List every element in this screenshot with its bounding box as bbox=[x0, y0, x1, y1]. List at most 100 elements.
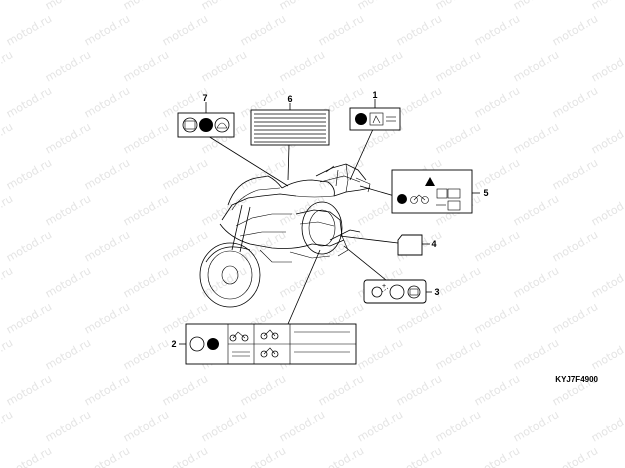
label-2-dark-circle-icon bbox=[207, 338, 219, 350]
watermark-text: motod.ru bbox=[316, 444, 366, 468]
watermark-text: motod.ru bbox=[121, 0, 171, 13]
watermark-text: motod.ru bbox=[394, 372, 444, 408]
watermark-text: motod.ru bbox=[589, 48, 625, 84]
label-3-circle-icon bbox=[389, 284, 405, 300]
label-4-group bbox=[397, 234, 430, 256]
watermark-text: motod.ru bbox=[550, 84, 600, 120]
watermark-text: motod.ru bbox=[121, 336, 171, 372]
watermark-text: motod.ru bbox=[82, 84, 132, 120]
watermark-text: motod.ru bbox=[0, 336, 15, 372]
watermark-text: motod.ru bbox=[82, 156, 132, 192]
label-3-decal bbox=[363, 279, 427, 304]
watermark-text: motod.ru bbox=[121, 408, 171, 444]
watermark-text: motod.ru bbox=[82, 372, 132, 408]
watermark-text: motod.ru bbox=[394, 12, 444, 48]
watermark-text: motod.ru bbox=[82, 12, 132, 48]
label-5-group bbox=[391, 169, 480, 214]
label-1-circle-icon bbox=[355, 113, 367, 125]
watermark-text: motod.ru bbox=[277, 48, 327, 84]
watermark-text: motod.ru bbox=[589, 192, 625, 228]
svg-text:+: + bbox=[382, 283, 386, 290]
watermark-text: motod.ru bbox=[433, 120, 483, 156]
watermark-text: motod.ru bbox=[82, 444, 132, 468]
label-2-gauge-icon bbox=[189, 336, 205, 352]
diagram-code: KYJ7F4900 bbox=[555, 375, 598, 384]
watermark-text: motod.ru bbox=[433, 336, 483, 372]
watermark-text: motod.ru bbox=[43, 120, 93, 156]
callout-1: 1 bbox=[372, 90, 377, 100]
label-6-decal bbox=[250, 109, 330, 146]
watermark-text: motod.ru bbox=[238, 156, 288, 192]
watermark-text: motod.ru bbox=[511, 336, 561, 372]
watermark-text: motod.ru bbox=[4, 12, 54, 48]
watermark-text: motod.ru bbox=[160, 372, 210, 408]
watermark-text: motod.ru bbox=[355, 408, 405, 444]
watermark-text: motod.ru bbox=[472, 228, 522, 264]
label-5-decal bbox=[391, 169, 473, 214]
label-6-group bbox=[250, 103, 330, 146]
watermark-text: motod.ru bbox=[160, 228, 210, 264]
watermark-text: motod.ru bbox=[472, 372, 522, 408]
watermark-text: motod.ru bbox=[589, 120, 625, 156]
watermark-text: motod.ru bbox=[394, 84, 444, 120]
watermark-text: motod.ru bbox=[277, 264, 327, 300]
watermark-text: motod.ru bbox=[121, 192, 171, 228]
watermark-text: motod.ru bbox=[0, 48, 15, 84]
watermark-text: motod.ru bbox=[4, 444, 54, 468]
watermark-text: motod.ru bbox=[4, 228, 54, 264]
watermark-text: motod.ru bbox=[4, 300, 54, 336]
watermark-text: motod.ru bbox=[355, 48, 405, 84]
watermark-text: motod.ru bbox=[589, 336, 625, 372]
watermark-text: motod.ru bbox=[316, 12, 366, 48]
label-1-person-icon bbox=[369, 112, 384, 126]
watermark-text: motod.ru bbox=[0, 264, 15, 300]
watermark-text: motod.ru bbox=[199, 0, 249, 13]
watermark-text: motod.ru bbox=[160, 12, 210, 48]
label-7-group bbox=[177, 102, 235, 138]
watermark-text: motod.ru bbox=[511, 408, 561, 444]
watermark-text: motod.ru bbox=[82, 300, 132, 336]
callout-3: 3 bbox=[434, 287, 439, 297]
watermark-text: motod.ru bbox=[394, 300, 444, 336]
watermark-text: motod.ru bbox=[199, 408, 249, 444]
callout-6: 6 bbox=[287, 94, 292, 104]
watermark-text: motod.ru bbox=[0, 408, 15, 444]
watermark-text: motod.ru bbox=[550, 12, 600, 48]
motorcycle-illustration bbox=[199, 163, 371, 308]
watermark-text: motod.ru bbox=[238, 444, 288, 468]
label-3-manual-icon bbox=[409, 288, 419, 296]
label-2-motorcycle-icon bbox=[229, 334, 237, 342]
callout-5: 5 bbox=[483, 188, 488, 198]
helmet-icon bbox=[214, 117, 230, 133]
watermark-text: motod.ru bbox=[355, 0, 405, 13]
watermark-text: motod.ru bbox=[589, 0, 625, 13]
watermark-text: motod.ru bbox=[277, 408, 327, 444]
watermark-text: motod.ru bbox=[511, 48, 561, 84]
callout-4: 4 bbox=[431, 239, 436, 249]
watermark-text: motod.ru bbox=[121, 264, 171, 300]
watermark-text: motod.ru bbox=[43, 408, 93, 444]
watermark-text: motod.ru bbox=[550, 444, 600, 468]
manual-icon bbox=[182, 117, 198, 133]
label-4-decal bbox=[397, 234, 423, 256]
watermark-text: motod.ru bbox=[355, 336, 405, 372]
watermark-text: motod.ru bbox=[472, 300, 522, 336]
watermark-text: motod.ru bbox=[511, 264, 561, 300]
watermark-text: motod.ru bbox=[472, 444, 522, 468]
watermark-text: motod.ru bbox=[4, 156, 54, 192]
watermark-text: motod.ru bbox=[472, 12, 522, 48]
watermark-text: motod.ru bbox=[121, 120, 171, 156]
watermark-text: motod.ru bbox=[238, 12, 288, 48]
watermark-text: motod.ru bbox=[589, 408, 625, 444]
label-3-group: + bbox=[363, 279, 432, 304]
watermark-text: motod.ru bbox=[43, 264, 93, 300]
watermark-text: motod.ru bbox=[0, 0, 15, 13]
callout-7: 7 bbox=[202, 93, 207, 103]
watermark-text: motod.ru bbox=[277, 0, 327, 13]
watermark-text: motod.ru bbox=[0, 120, 15, 156]
watermark-text: motod.ru bbox=[0, 192, 15, 228]
watermark-text: motod.ru bbox=[511, 192, 561, 228]
watermark-text: motod.ru bbox=[550, 156, 600, 192]
